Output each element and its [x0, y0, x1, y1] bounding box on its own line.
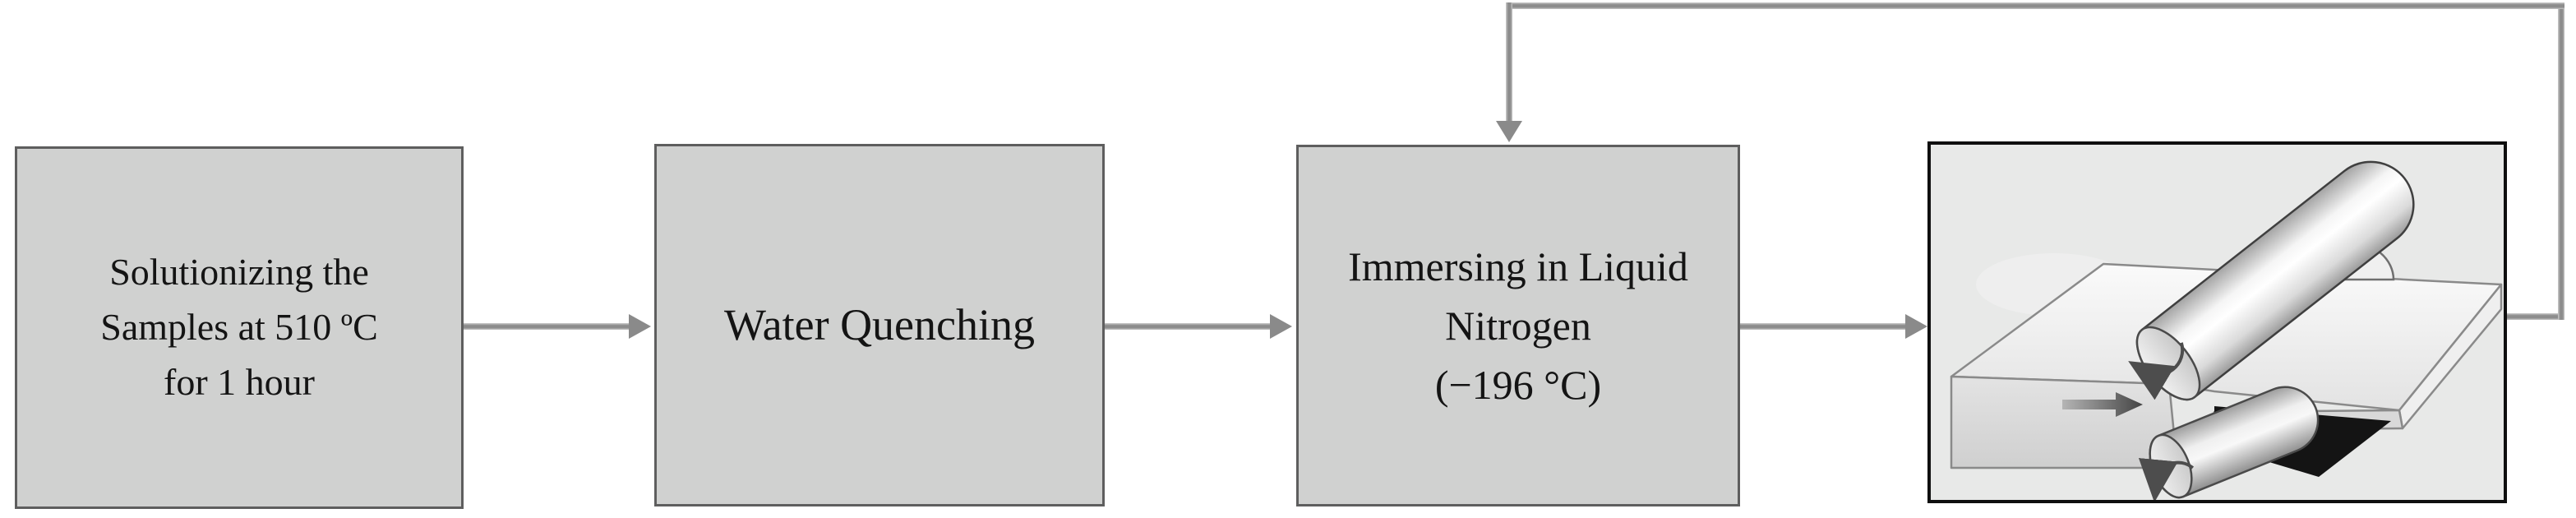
process-box-line: Samples at 510 ºC — [100, 306, 378, 349]
process-box-line: Immersing in Liquid — [1348, 243, 1688, 289]
flow-arrow-2-line — [1105, 323, 1272, 330]
feedback-connector-right-line — [2558, 2, 2564, 320]
flow-arrow-1-arrowhead-icon — [629, 314, 651, 339]
process-box-liquid-nitrogen: Immersing in Liquid Nitrogen (−196 °C) — [1296, 145, 1740, 506]
process-box-line: Water Quenching — [724, 299, 1035, 349]
process-box-line: for 1 hour — [164, 360, 315, 403]
flow-arrow-2-arrowhead-icon — [1270, 314, 1292, 339]
flow-arrow-3-line — [1740, 323, 1907, 330]
feedback-arrowhead-icon — [1496, 121, 1522, 142]
process-box-line: Nitrogen — [1445, 303, 1591, 349]
process-box-line: Solutionizing the — [109, 251, 369, 294]
rotation-arrow-icon — [2138, 458, 2195, 500]
rotation-arrow-icon — [2128, 342, 2185, 400]
process-box-solutionizing: Solutionizing the Samples at 510 ºC for … — [15, 146, 464, 509]
rolling-mill-illustration — [1927, 141, 2507, 503]
flow-arrow-1-line — [464, 323, 630, 330]
feedback-connector-exit-line — [2502, 313, 2563, 320]
top-roll — [2128, 160, 2415, 401]
rolling-mill-drawing — [1931, 145, 2504, 500]
feedback-connector-left-line — [1506, 2, 1512, 122]
bottom-roll — [2138, 386, 2320, 500]
feed-direction-arrow-icon — [2062, 392, 2143, 417]
process-box-water-quenching: Water Quenching — [654, 144, 1105, 506]
slab-front-face — [1950, 375, 2179, 469]
process-box-line: (−196 °C) — [1434, 362, 1602, 408]
flow-arrow-3-arrowhead-icon — [1905, 314, 1927, 339]
feedback-connector-top-line — [1506, 2, 2564, 9]
